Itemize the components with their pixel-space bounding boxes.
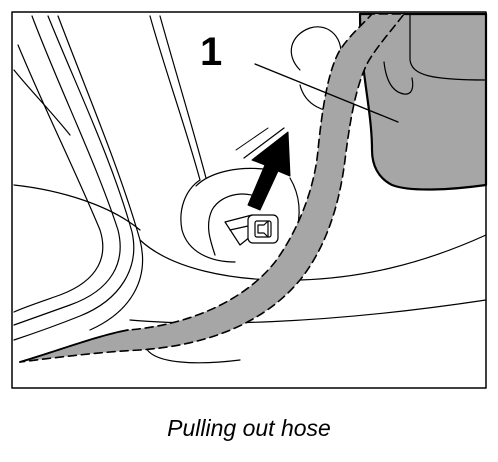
hose-solid-edge <box>19 329 129 363</box>
pull-direction-arrow-icon <box>235 127 291 211</box>
illustration: 1 <box>11 11 488 389</box>
pillar-lines <box>13 15 207 341</box>
hose-clip <box>224 214 279 246</box>
callout-number: 1 <box>200 30 223 74</box>
callout-leader-line <box>254 63 399 123</box>
diagram-svg <box>11 11 488 389</box>
figure-frame <box>11 11 487 389</box>
body-panel-lines <box>13 26 487 364</box>
figure-caption: Pulling out hose <box>167 415 331 441</box>
gray-component-tab <box>383 61 414 95</box>
gray-component <box>358 12 488 191</box>
gray-component-edge <box>409 13 487 81</box>
hose <box>19 13 405 363</box>
recess-outline <box>180 167 300 263</box>
